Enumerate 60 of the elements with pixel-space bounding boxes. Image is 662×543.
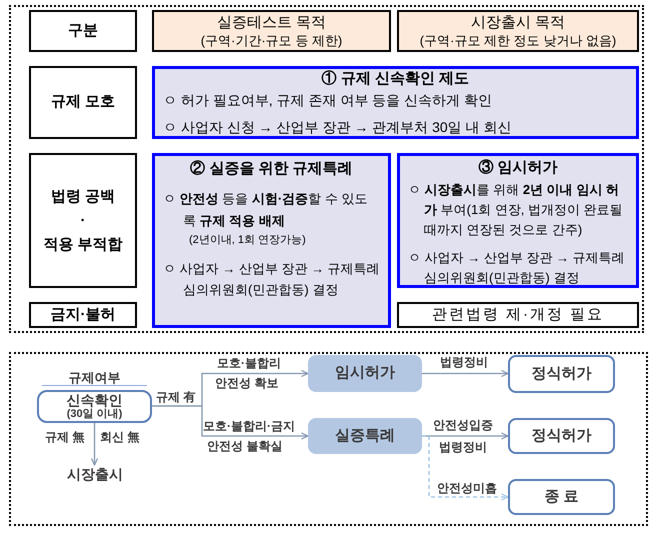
- regulation-box: [152, 66, 639, 139]
- bullet-text: ㅇ 허가 필요여부, 규제 존재 여부 등을 신속하게 확인: [163, 91, 492, 110]
- row-label: 적용 부적합: [43, 234, 123, 254]
- edge-label: 모호·불합리·금지: [203, 419, 295, 433]
- bullet-text: ㅇ 사업자 → 산업부 장관 → 규제특례심의위원회(민관합동) 결정: [408, 249, 626, 287]
- box-title: 신속확인: [66, 392, 122, 408]
- box-title: ③ 임시허가: [478, 158, 558, 178]
- arrow: [90, 423, 98, 466]
- header-box: [29, 10, 137, 52]
- box-title: 실증특례: [335, 426, 395, 446]
- box-title: ① 규제 신속확인 제도: [322, 69, 470, 89]
- header-subtitle: (구역·기간·규모 등 제한): [200, 32, 342, 49]
- process-box: [308, 418, 422, 454]
- box-title: 정식허가: [532, 426, 592, 446]
- regulation-box: [397, 153, 639, 288]
- row-label-box: [29, 66, 137, 139]
- header-title: 실증테스트 목적: [216, 13, 326, 32]
- header-subtitle: (구역·규모 제한 정도 낮거나 없음): [420, 32, 616, 49]
- bullet-text: ㅇ 시장출시를 위해 2년 이내 임시 허가 부여(1회 연장, 법개정이 완료될 때까지 연장된 것으로 간주): [408, 181, 624, 239]
- end-label: 시장출시: [67, 465, 123, 483]
- row-label-box: [29, 302, 137, 328]
- row-label-box: [29, 153, 137, 288]
- box-subtitle: (30일 이내): [66, 408, 122, 421]
- bullet-text: ㅇ 사업자 신청 → 산업부 장관 → 관계부처 30일 내 회신: [163, 118, 512, 137]
- result-box: [508, 418, 615, 454]
- edge-label: 법령정비: [440, 355, 488, 369]
- box-title: 정식허가: [532, 364, 592, 384]
- condition-label: 안전성 확보: [215, 376, 278, 390]
- header-text: 구분: [68, 20, 98, 41]
- arrow: [152, 405, 309, 440]
- box-title: 종 료: [544, 486, 579, 507]
- regulation-box: [152, 153, 391, 328]
- dashed-arrow: [422, 435, 509, 501]
- bullet-text: ㅇ 안전성 등을 시험·검증할 수 있도록 규제 적용 배제: [163, 190, 368, 230]
- header-box: [397, 10, 639, 52]
- row-label: 법령 공백: [50, 186, 116, 206]
- edge-label: 모호·불합리: [217, 356, 281, 370]
- condition-label: 안전성 불확실: [207, 439, 282, 453]
- note-text: (2년이내, 1회 연장가능): [188, 233, 306, 248]
- arrow: [422, 370, 509, 378]
- box-title: 임시허가: [335, 363, 395, 384]
- edge-label: 안전성미흡: [437, 481, 497, 495]
- row-label: 금지·불허: [50, 304, 116, 325]
- box-title: ② 실증을 위한 규제특례: [190, 159, 353, 179]
- result-box: [508, 479, 615, 515]
- condition-label: 규제 無: [45, 430, 84, 444]
- note-text: 관련법령 제·개정 필요: [432, 304, 604, 325]
- header-title: 시장출시 목적: [470, 13, 566, 32]
- header-box: [152, 10, 391, 52]
- result-box: [508, 355, 615, 393]
- row-label: 규제 모호: [50, 92, 116, 112]
- condition-label: 회신 無: [100, 430, 140, 444]
- box-heading: 규제여부: [68, 371, 120, 384]
- bullet-text: ㅇ 사업자 → 산업부 장관 → 규제특례심의위원회(민관합동) 결정: [163, 260, 380, 299]
- note-box: [397, 302, 639, 328]
- condition-label: 규제 有: [156, 390, 196, 404]
- edge-label: 안전성입증: [433, 418, 493, 432]
- process-box: [308, 355, 422, 392]
- row-label: ·: [80, 210, 86, 230]
- condition-label: 법령정비: [439, 440, 487, 454]
